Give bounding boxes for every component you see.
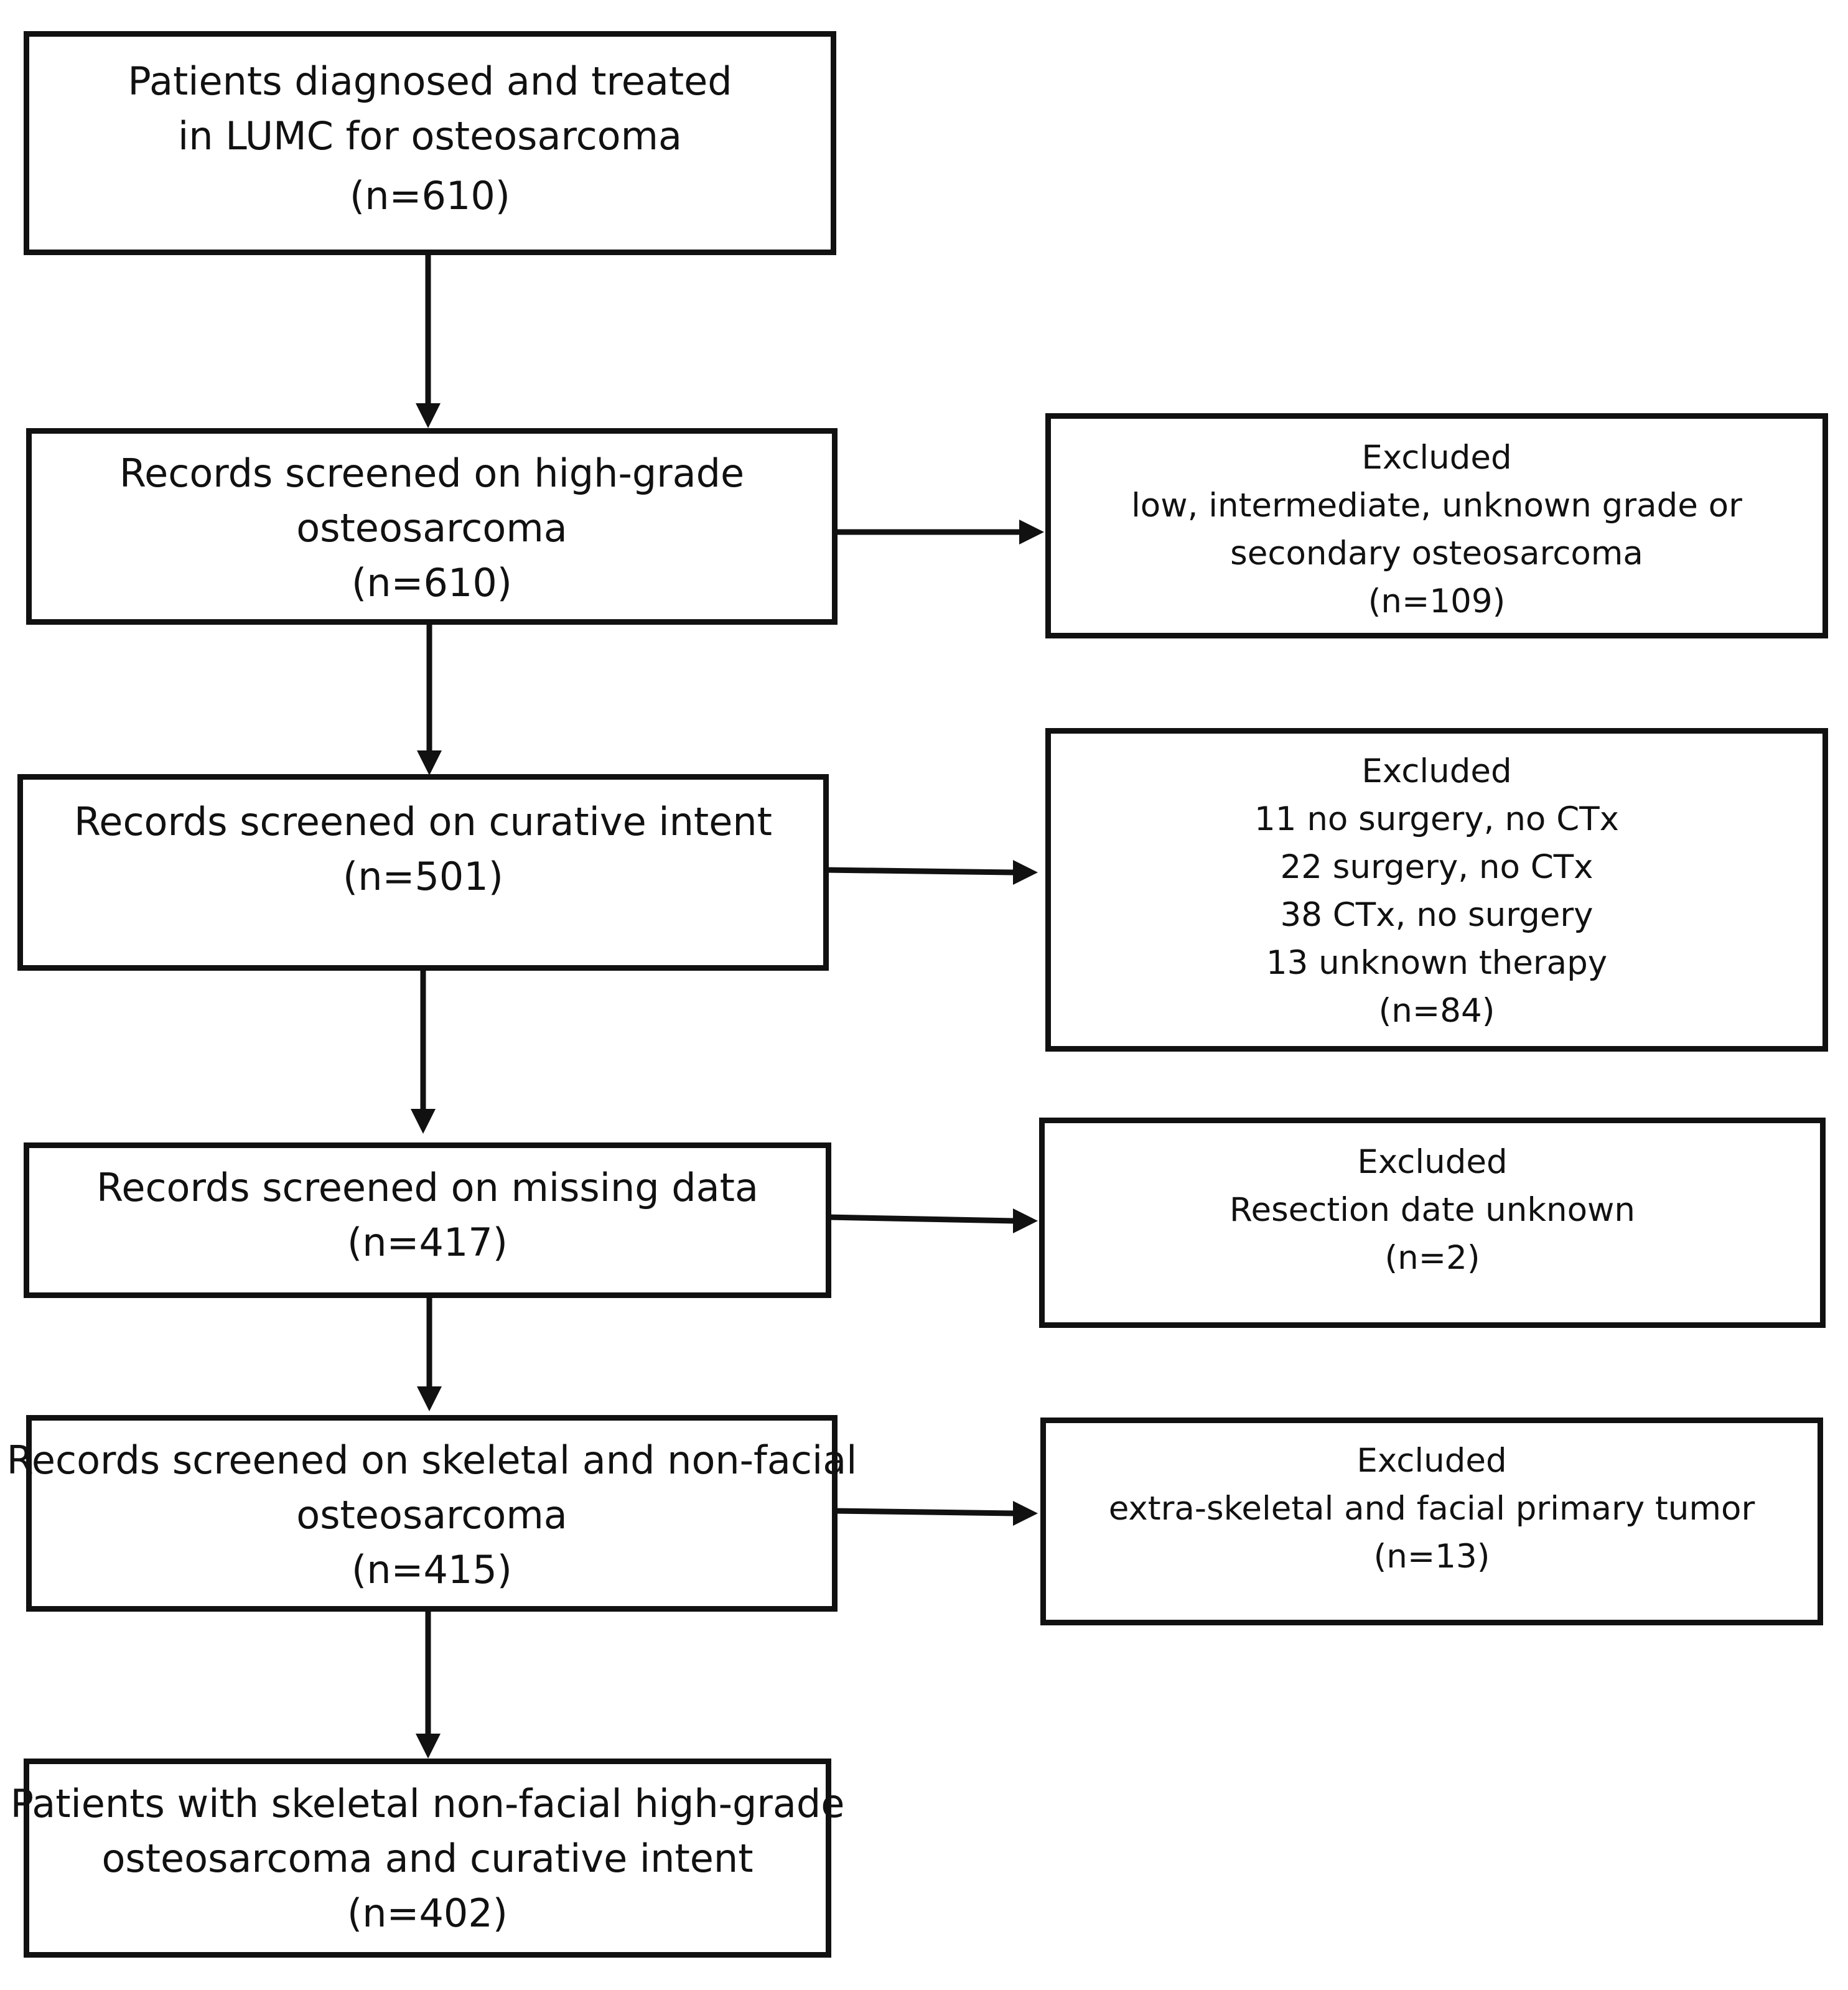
box-screened-high-grade: Records screened on high-grade osteosarc… <box>26 428 838 625</box>
box-text-line: Patients diagnosed and treated <box>128 58 732 104</box>
box-final-patients: Patients with skeletal non-facial high-g… <box>11 1759 844 1958</box>
arrow-exclusion-4 <box>833 1508 1015 1516</box>
box-text-line: Excluded <box>1356 1442 1507 1480</box>
box-count: (n=415) <box>352 1547 512 1592</box>
arrowhead-exclusion-3 <box>1013 1208 1038 1233</box>
box-count: (n=417) <box>347 1220 508 1265</box>
box-text-line: Records screened on curative intent <box>74 799 772 844</box>
box-patients-diagnosed: Patients diagnosed and treated in LUMC f… <box>24 31 836 255</box>
box-count: (n=84) <box>1378 992 1495 1030</box>
arrowhead-exclusion-2 <box>1013 860 1038 885</box>
box-text-line: secondary osteosarcoma <box>1230 535 1643 572</box>
box-text-line: 13 unknown therapy <box>1266 944 1608 982</box>
box-excluded-grade: Excluded low, intermediate, unknown grad… <box>1045 413 1828 638</box>
box-count: (n=610) <box>352 560 512 605</box>
arrowhead-main-4-to-5 <box>417 1386 442 1411</box>
box-text-line: low, intermediate, unknown grade or <box>1131 487 1742 525</box>
box-count: (n=109) <box>1368 582 1506 620</box>
box-text-line: osteosarcoma <box>296 505 567 551</box>
box-screened-missing-data: Records screened on missing data (n=417) <box>24 1142 831 1298</box>
box-count: (n=402) <box>347 1890 508 1936</box>
box-text-line: Excluded <box>1361 439 1512 477</box>
box-screened-skeletal-non-facial: Records screened on skeletal and non-fac… <box>7 1415 857 1612</box>
box-text-line: 22 surgery, no CTx <box>1280 848 1594 886</box>
arrowhead-main-3-to-4 <box>411 1109 436 1134</box>
arrowhead-main-2-to-3 <box>417 750 442 775</box>
box-text-line: Records screened on skeletal and non-fac… <box>6 1437 857 1483</box>
box-screened-curative-intent: Records screened on curative intent (n=5… <box>17 774 829 971</box>
box-text-line: osteosarcoma <box>296 1492 567 1538</box>
box-text-line: in LUMC for osteosarcoma <box>178 113 682 159</box>
box-text-line: 38 CTx, no surgery <box>1280 896 1594 934</box>
box-count: (n=610) <box>350 173 510 218</box>
box-excluded-therapy: Excluded 11 no surgery, no CTx 22 surger… <box>1045 728 1828 1052</box>
arrowhead-main-5-to-6 <box>416 1734 441 1759</box>
box-count: (n=13) <box>1373 1538 1490 1576</box>
arrow-exclusion-2 <box>824 867 1015 876</box>
arrow-exclusion-3 <box>827 1214 1015 1224</box>
box-text-line: Records screened on high-grade <box>119 451 745 496</box>
box-count: (n=2) <box>1384 1239 1480 1277</box>
arrowhead-exclusion-4 <box>1013 1501 1038 1526</box>
box-text-line: Resection date unknown <box>1230 1191 1635 1229</box>
arrowhead-main-1-to-2 <box>416 403 441 428</box>
box-text-line: Patients with skeletal non-facial high-g… <box>10 1781 845 1826</box>
box-text-line: 11 no surgery, no CTx <box>1254 800 1619 838</box>
box-text-line: Excluded <box>1357 1143 1508 1181</box>
box-excluded-extra-skeletal: Excluded extra-skeletal and facial prima… <box>1040 1418 1823 1625</box>
box-count: (n=501) <box>343 854 503 899</box>
box-text-line: osteosarcoma and curative intent <box>101 1836 754 1881</box>
box-text-line: extra-skeletal and facial primary tumor <box>1108 1490 1755 1528</box>
box-excluded-resection-date: Excluded Resection date unknown (n=2) <box>1039 1118 1826 1328</box>
arrowhead-exclusion-1 <box>1019 520 1044 544</box>
box-text-line: Excluded <box>1361 752 1512 790</box>
box-text-line: Records screened on missing data <box>96 1165 758 1210</box>
